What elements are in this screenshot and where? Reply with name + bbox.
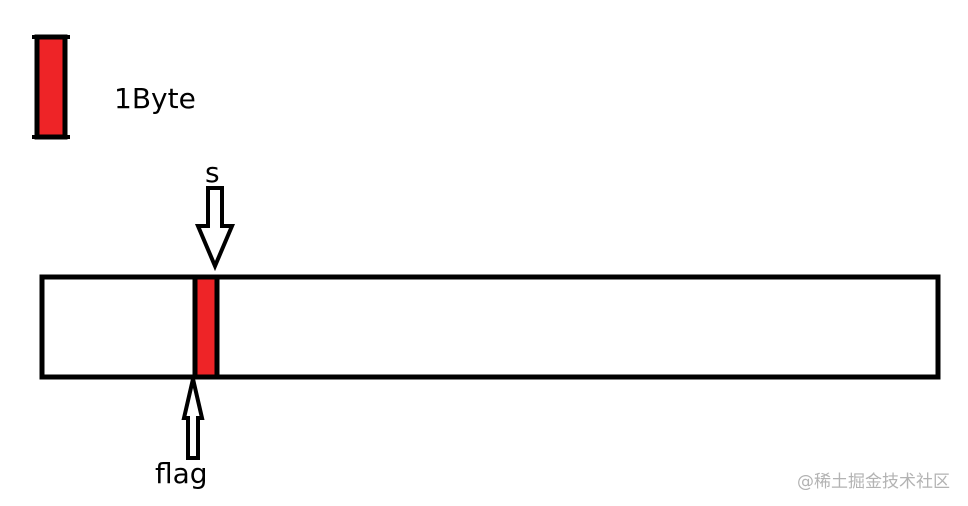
legend: 1Byte — [32, 34, 196, 140]
watermark: @稀土掘金技术社区 — [797, 472, 950, 492]
current-byte-cell — [192, 274, 220, 380]
pointer-s-label: s — [205, 156, 220, 189]
buffer — [39, 274, 941, 380]
pointer-s: s — [194, 156, 236, 272]
pointer-flag-label: flag — [155, 457, 208, 490]
pointer-flag: flag — [155, 378, 208, 490]
buffer-rect — [39, 274, 941, 380]
down-arrow-icon — [194, 186, 236, 272]
up-arrow-icon — [181, 378, 205, 460]
legend-label: 1Byte — [114, 82, 196, 115]
legend-byte-block — [34, 34, 68, 140]
